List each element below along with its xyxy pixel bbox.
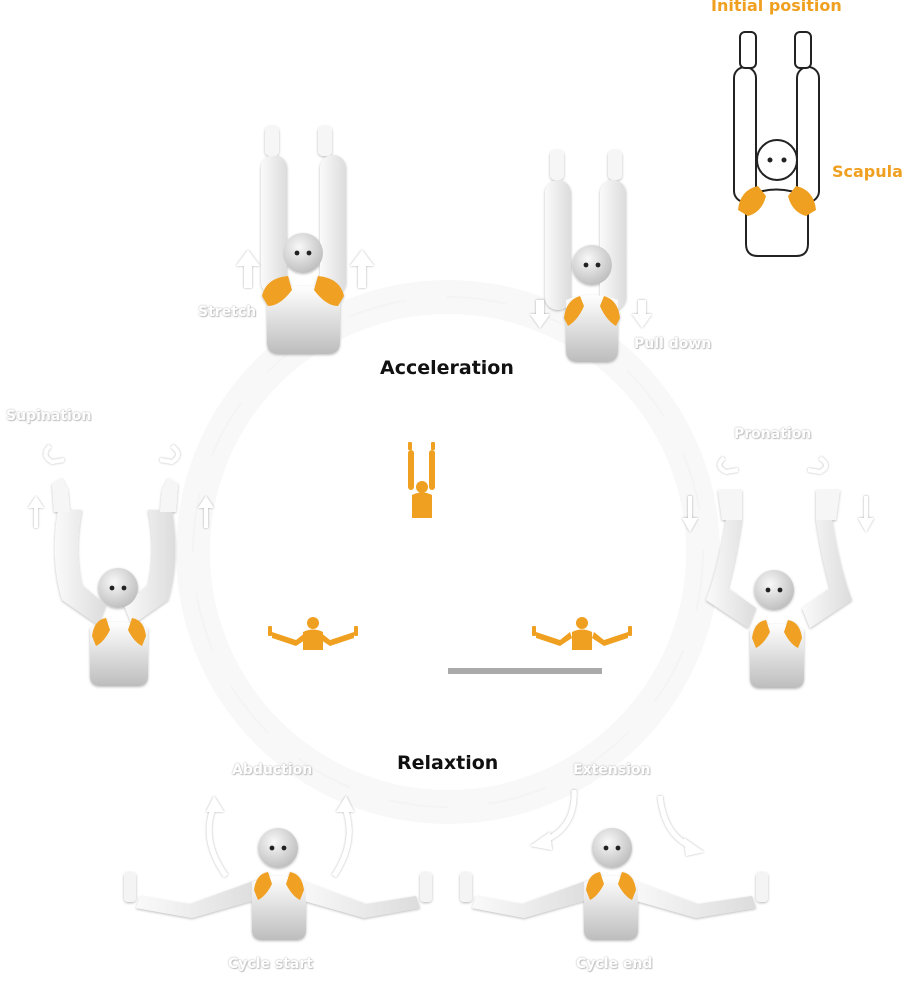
abduction-arrows xyxy=(206,796,354,878)
relaxtion-label: Relaxtion xyxy=(397,752,499,774)
cycle-end-label: Cycle end xyxy=(576,956,653,972)
pull-down-arrows xyxy=(530,300,652,328)
pronation-figure xyxy=(706,490,852,688)
stretch-up-arrows xyxy=(236,250,374,288)
cycle-start-label: Cycle start xyxy=(228,956,313,972)
extension-arrows xyxy=(530,789,704,856)
cycle-end-figure xyxy=(460,828,768,940)
mini-arms-up-icon xyxy=(408,442,435,518)
pull-down-label: Pull down xyxy=(634,336,712,352)
extension-label: Extension xyxy=(573,762,651,778)
supination-label: Supination xyxy=(6,408,92,424)
initial-position-label: Initial position xyxy=(711,0,842,15)
supination-arrows xyxy=(28,444,214,528)
abduction-label: Abduction xyxy=(232,762,313,778)
cycle-ring xyxy=(176,280,720,824)
stretch-figure xyxy=(261,126,346,354)
supination-figure xyxy=(52,478,178,686)
pull-down-figure xyxy=(545,150,626,362)
initial-position-figure xyxy=(733,31,820,257)
mini-arms-side-right-icon xyxy=(532,617,632,650)
acceleration-label: Acceleration xyxy=(380,357,514,379)
scapula-label: Scapula xyxy=(832,162,903,181)
pronation-arrows xyxy=(682,456,874,532)
cycle-start-figure xyxy=(124,828,432,940)
mini-arms-side-left-icon xyxy=(268,617,358,650)
pronation-label: Pronation xyxy=(734,426,812,442)
stretch-label: Stretch xyxy=(198,304,257,320)
baseline-bar xyxy=(448,668,602,674)
